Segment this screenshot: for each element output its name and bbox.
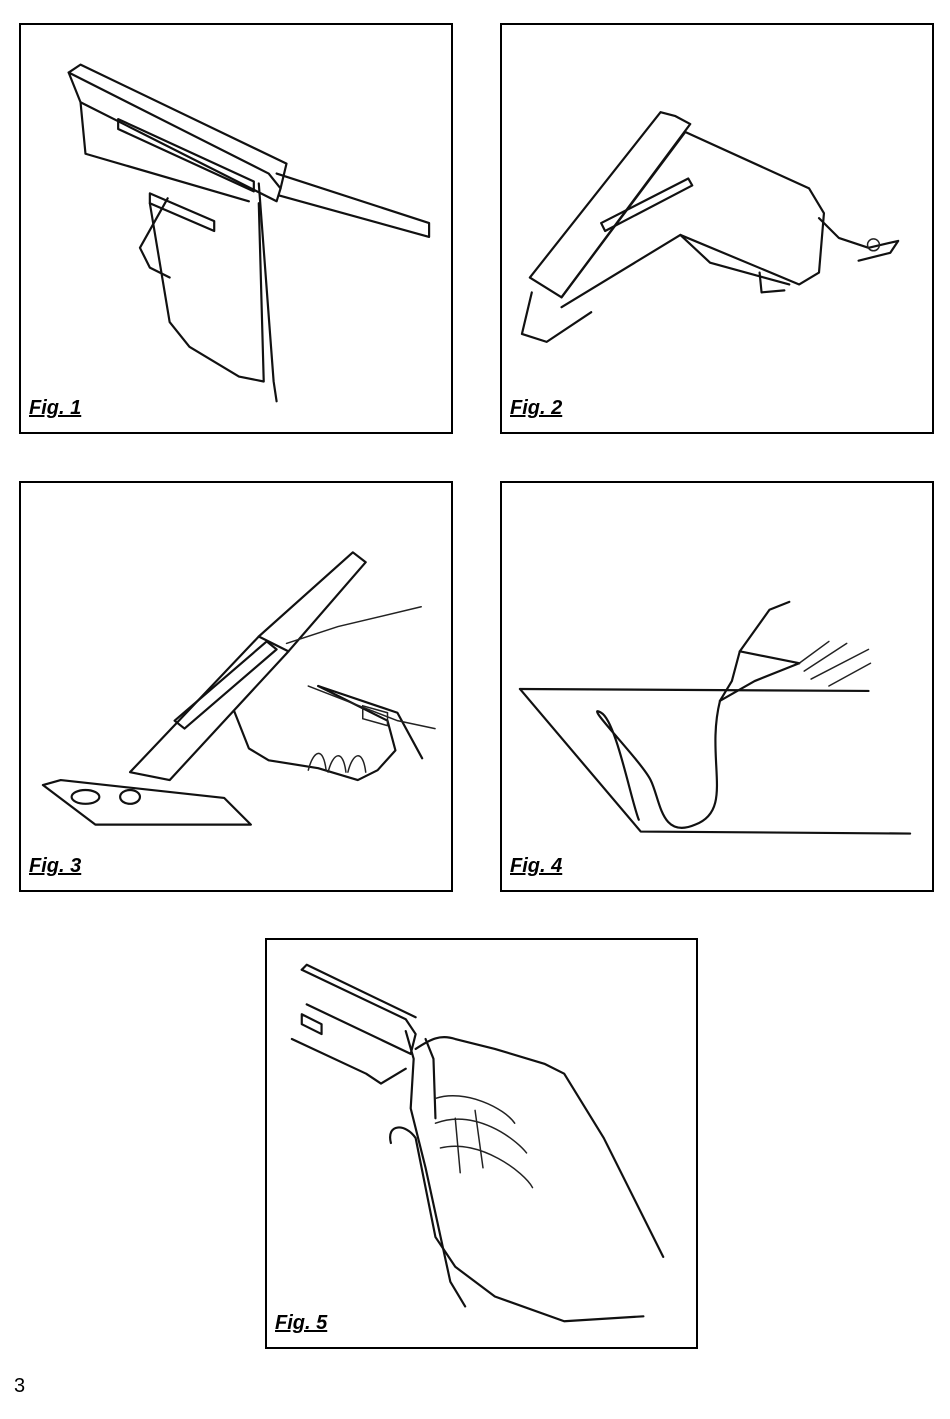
figure-caption: Fig. 5 bbox=[275, 1312, 327, 1335]
figure-caption: Fig. 2 bbox=[510, 397, 562, 420]
figure-2: Fig. 2 bbox=[500, 23, 934, 434]
figure-3: Fig. 3 bbox=[19, 481, 453, 892]
figure-4: Fig. 4 bbox=[500, 481, 934, 892]
glue-gun-on-stand-icon bbox=[502, 25, 932, 432]
figure-1: Fig. 1 bbox=[19, 23, 453, 434]
figure-caption: Fig. 4 bbox=[510, 855, 562, 878]
page-number: 3 bbox=[14, 1375, 25, 1398]
trigger-hand-grip-icon bbox=[267, 940, 696, 1347]
glue-gun-side-view-icon bbox=[21, 25, 451, 432]
figure-caption: Fig. 1 bbox=[29, 397, 81, 420]
glue-bead-on-surface-icon bbox=[502, 483, 932, 890]
figure-caption: Fig. 3 bbox=[29, 855, 81, 878]
glue-gun-applying-glue-icon bbox=[21, 483, 451, 890]
figure-5: Fig. 5 bbox=[265, 938, 698, 1349]
